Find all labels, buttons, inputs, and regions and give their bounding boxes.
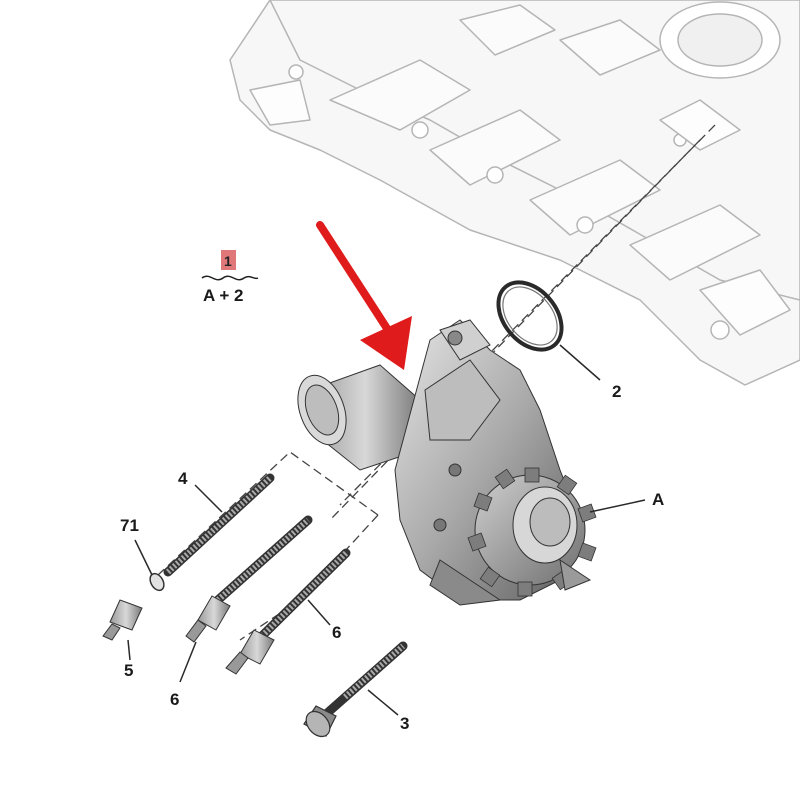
callout-washer-71: 71 <box>120 516 139 535</box>
badge-background <box>221 250 236 270</box>
water-pump <box>297 319 597 606</box>
stud-6-left <box>185 515 313 643</box>
badge-formula: A + 2 <box>203 286 243 305</box>
badge-brace <box>201 275 259 281</box>
callout-stud-5: 5 <box>124 661 133 680</box>
callout-gasket: 2 <box>612 382 621 401</box>
callout-pump: A <box>652 490 664 509</box>
red-pointer-arrow <box>316 221 412 370</box>
pump-drive-gear <box>467 467 597 597</box>
washer-71 <box>149 572 165 592</box>
callout-bolt-3: 3 <box>400 714 409 733</box>
callout-stud-6b: 6 <box>332 623 341 642</box>
leader-lines <box>127 344 646 716</box>
stud-4 <box>163 473 275 577</box>
stud-6-right <box>225 548 351 675</box>
badge-number: 1 <box>224 253 232 269</box>
gasket-o-ring <box>496 280 564 352</box>
callout-stud-4: 4 <box>178 469 188 488</box>
bolt-3 <box>303 641 408 738</box>
engine-block <box>229 0 800 386</box>
spacer-5 <box>102 599 143 641</box>
callout-stud-6a: 6 <box>170 690 179 709</box>
assembly-badge: 1 A + 2 <box>201 250 259 305</box>
